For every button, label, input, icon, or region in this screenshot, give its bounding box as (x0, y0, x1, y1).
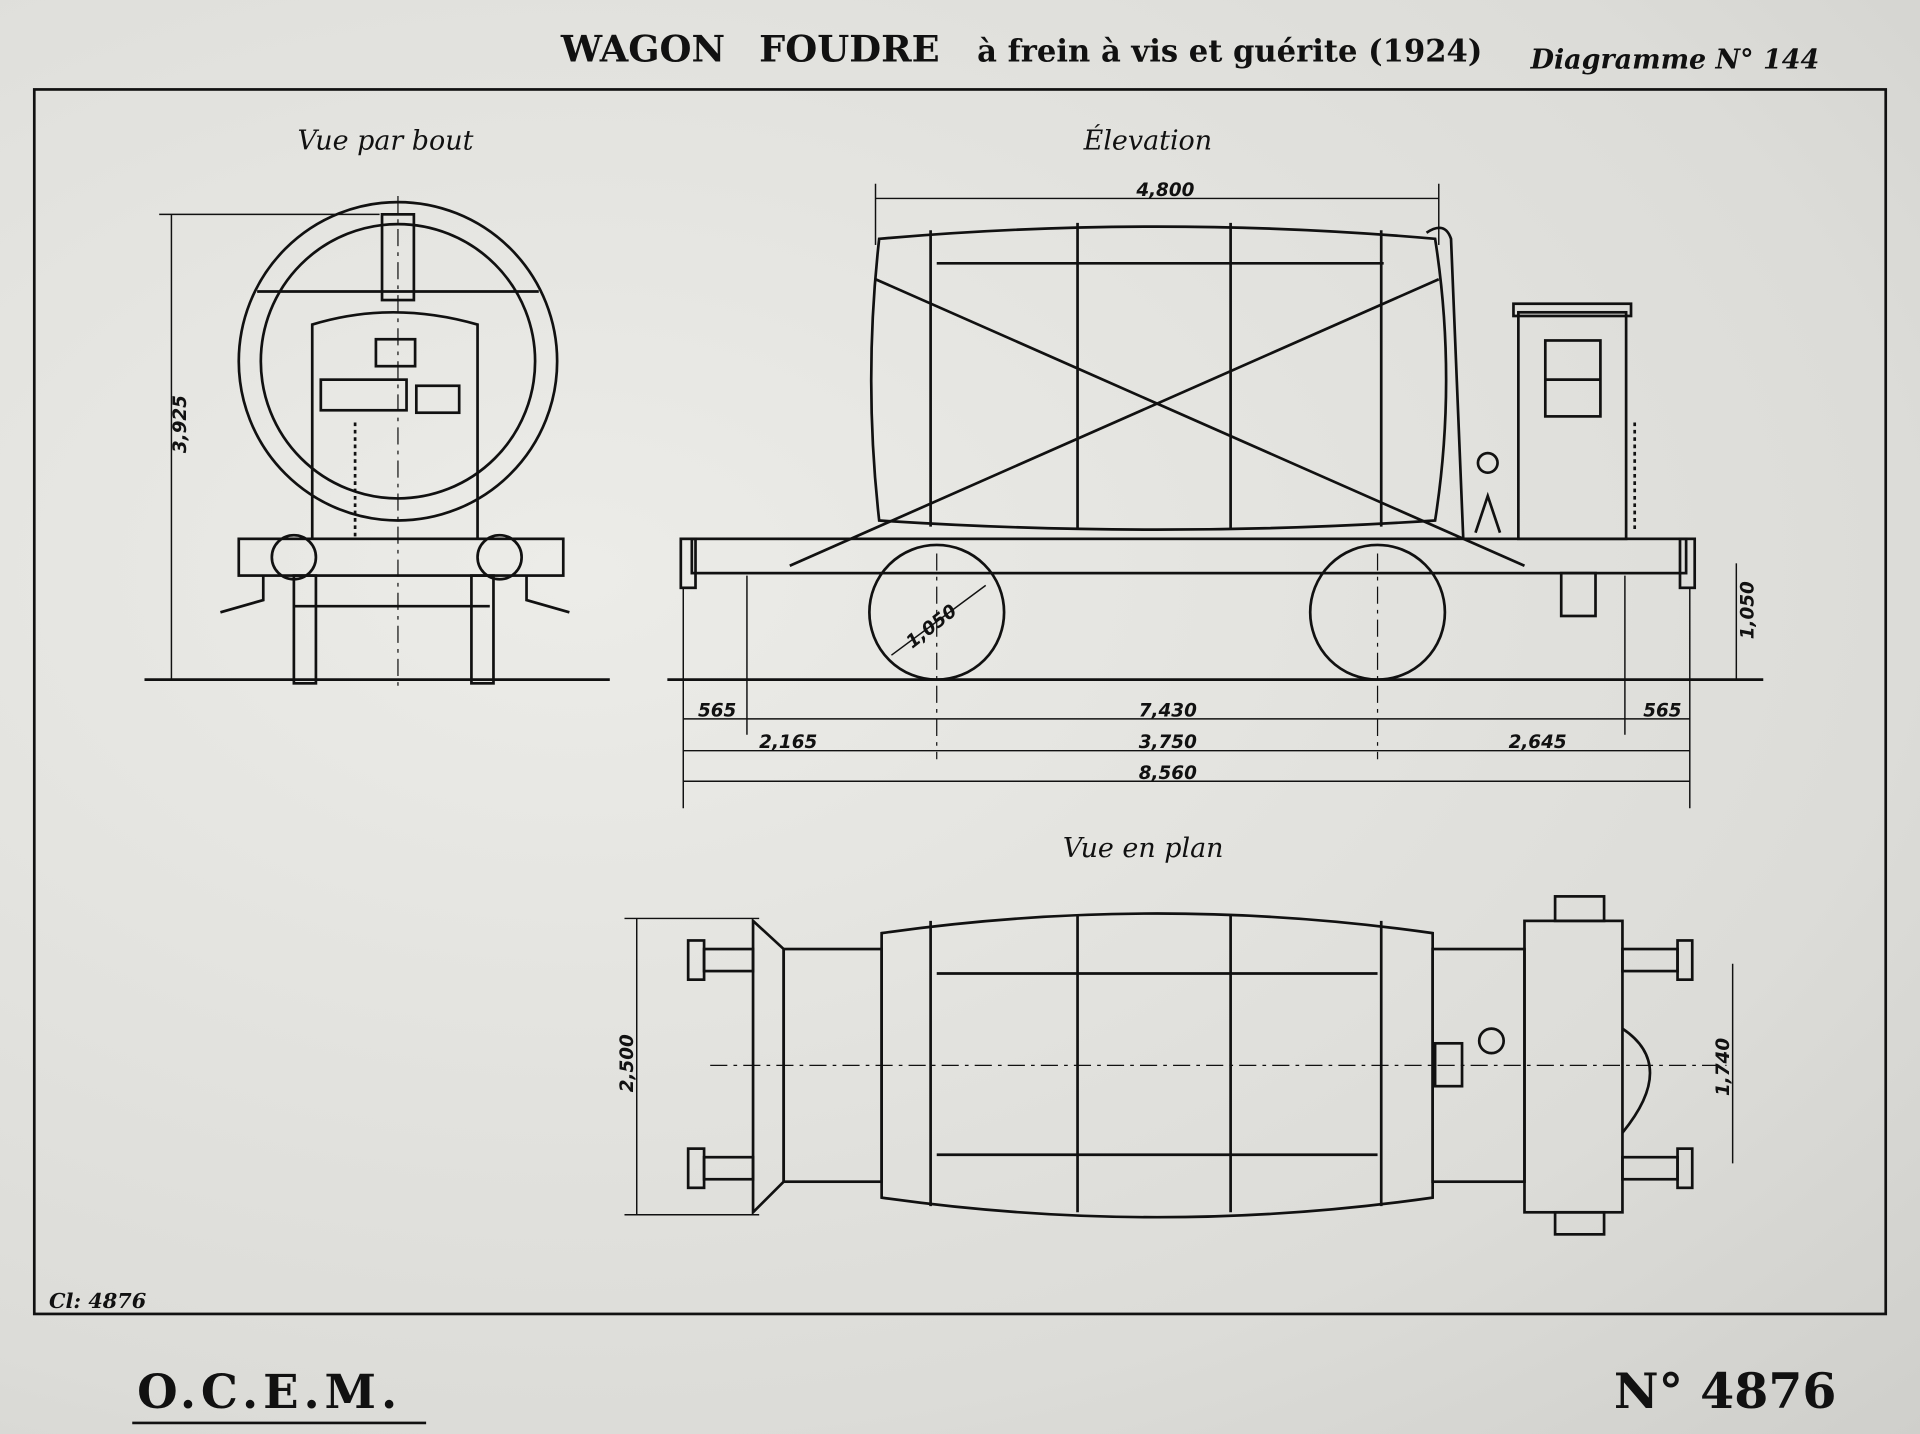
dim-wheel-diameter: 1,050 (902, 601, 961, 653)
border-frame (32, 88, 1888, 1316)
title-foudre: FOUDRE (759, 27, 939, 70)
dim-end-height: 3,925 (170, 395, 191, 453)
dim-wheelbase: 3,750 (1139, 732, 1197, 753)
elevation-view: 1,050 4,800 1,050 565 7,430 565 2,165 3,… (667, 180, 1764, 809)
dim-overall-length: 8,560 (1139, 763, 1197, 784)
label-plan-view: Vue en plan (1063, 833, 1224, 864)
dim-buffer-spacing: 1,740 (1713, 1038, 1734, 1096)
dim-buffer-height: 1,050 (1737, 581, 1758, 639)
dim-overhang-left: 565 (698, 700, 736, 721)
end-view: 3,925 (144, 195, 610, 686)
diagram-number: Diagramme N° 144 (1530, 45, 1820, 76)
plate-number: N° 4876 (1614, 1362, 1837, 1420)
label-elevation: Élevation (1083, 124, 1212, 156)
label-end-view: Vue par bout (298, 125, 474, 156)
dim-barrel-length: 4,800 (1135, 180, 1194, 201)
dim-overhang-right: 565 (1643, 700, 1681, 721)
title-subtitle: à frein à vis et guérite (1924) (977, 33, 1482, 69)
dim-axle-to-right: 2,645 (1509, 732, 1567, 753)
title-wagon: WAGON (560, 27, 725, 70)
dim-left-to-axle: 2,165 (759, 732, 817, 753)
cl-number: Cl: 4876 (49, 1288, 146, 1313)
dim-plan-width: 2,500 (617, 1034, 638, 1092)
dim-frame-length: 7,430 (1139, 700, 1197, 721)
company-stamp: O.C.E.M. (137, 1364, 402, 1419)
plan-view: 2,500 1,740 (617, 895, 1734, 1236)
